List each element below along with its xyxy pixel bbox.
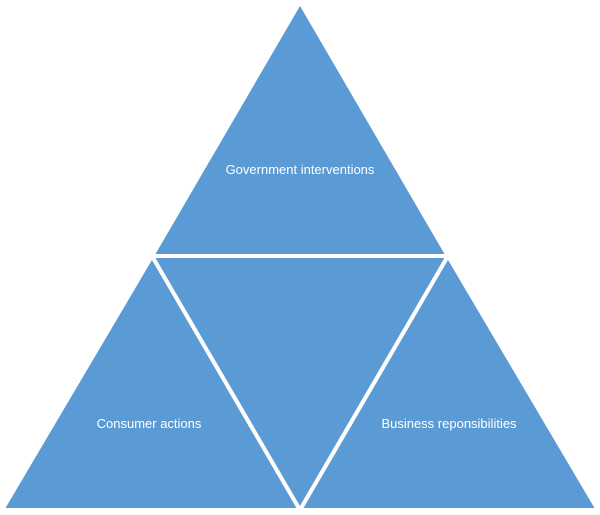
top-triangle [148, 0, 452, 258]
consumer-actions-label: Consumer actions [97, 416, 202, 431]
bottom-right-triangle [296, 252, 600, 512]
government-interventions-label: Government interventions [226, 162, 375, 177]
business-responsibilities-label: Business reponsibilities [381, 416, 517, 431]
